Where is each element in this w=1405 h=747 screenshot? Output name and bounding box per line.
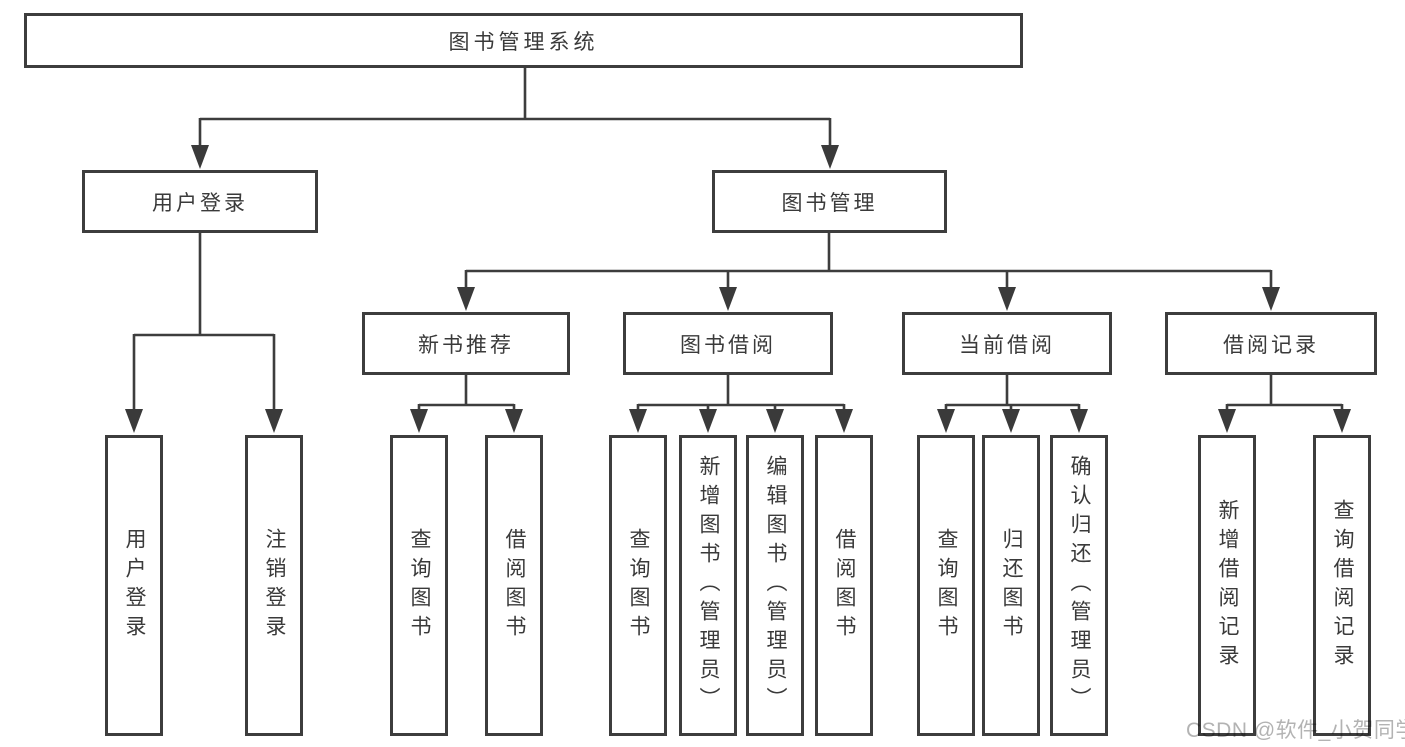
arrowhead-down — [1070, 409, 1088, 433]
node-current-borrowing: 当前借阅 — [902, 312, 1112, 375]
arrowhead-down — [410, 409, 428, 433]
connector-borrowing-records-to-leaves — [1218, 375, 1351, 433]
node-borrowing-records: 借阅记录 — [1165, 312, 1377, 375]
leaf-user-login: 用户登录 — [105, 435, 163, 736]
node-new-book-recommend: 新书推荐 — [362, 312, 570, 375]
node-library-system: 图书管理系统 — [24, 13, 1023, 68]
node-book-borrowing: 图书借阅 — [623, 312, 833, 375]
arrowhead-down — [835, 409, 853, 433]
watermark: CSDN @软件_小贺同学 — [1186, 719, 1405, 742]
leaf-return-books: 归还图书 — [982, 435, 1040, 736]
connector-root-to-level1 — [191, 66, 839, 169]
arrowhead-down — [1262, 287, 1280, 311]
arrowhead-down — [125, 409, 143, 433]
leaf-borrow-books-recommend: 借阅图书 — [485, 435, 543, 736]
arrowhead-down — [1218, 409, 1236, 433]
arrowhead-down — [998, 287, 1016, 311]
leaf-confirm-return-admin: 确认归还（管理员） — [1050, 435, 1108, 736]
arrowhead-down — [191, 145, 209, 169]
arrowhead-down — [505, 409, 523, 433]
leaf-query-borrow-record: 查询借阅记录 — [1313, 435, 1371, 736]
leaf-add-books-admin: 新增图书（管理员） — [679, 435, 737, 736]
node-user-login: 用户登录 — [82, 170, 318, 233]
arrowhead-down — [821, 145, 839, 169]
arrowhead-down — [937, 409, 955, 433]
arrowhead-down — [1002, 409, 1020, 433]
leaf-borrow-books-borrowing: 借阅图书 — [815, 435, 873, 736]
arrowhead-down — [457, 287, 475, 311]
connector-current-borrowing-to-leaves — [937, 375, 1088, 433]
arrowhead-down — [719, 287, 737, 311]
leaf-query-books-current: 查询图书 — [917, 435, 975, 736]
arrowhead-down — [699, 409, 717, 433]
arrowhead-down — [629, 409, 647, 433]
connector-new-book-recommend-to-leaves — [410, 375, 523, 433]
leaf-edit-books-admin: 编辑图书（管理员） — [746, 435, 804, 736]
leaf-add-borrow-record: 新增借阅记录 — [1198, 435, 1256, 736]
arrowhead-down — [1333, 409, 1351, 433]
connector-book-management-to-sections — [457, 232, 1280, 311]
leaf-query-books-recommend: 查询图书 — [390, 435, 448, 736]
leaf-logout: 注销登录 — [245, 435, 303, 736]
connector-book-borrowing-to-leaves — [629, 375, 853, 433]
node-book-management: 图书管理 — [712, 170, 947, 233]
leaf-query-books-borrowing: 查询图书 — [609, 435, 667, 736]
arrowhead-down — [766, 409, 784, 433]
connector-user-login-to-leaves — [125, 233, 283, 433]
arrowhead-down — [265, 409, 283, 433]
